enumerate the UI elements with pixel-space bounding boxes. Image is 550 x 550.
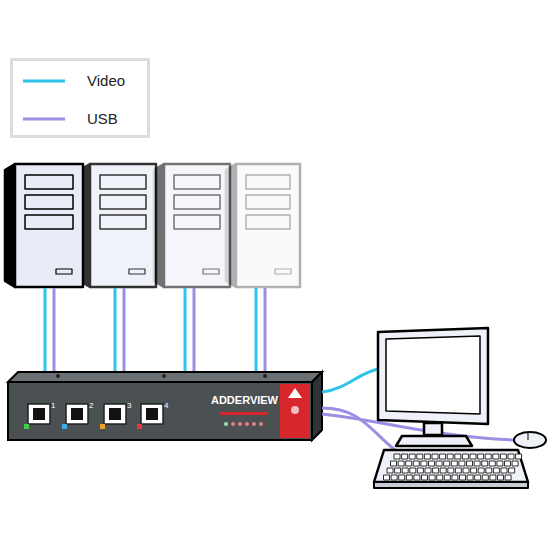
legend-line-sample	[21, 71, 67, 91]
legend-text: Video	[87, 72, 125, 89]
legend-entry: USB	[21, 109, 145, 129]
keyboard	[374, 450, 528, 488]
mouse	[514, 432, 546, 448]
monitor	[378, 328, 488, 446]
port-number: 2	[89, 401, 93, 410]
kvm-switch	[8, 372, 322, 440]
port-number: 3	[127, 401, 131, 410]
legend-line-sample	[21, 109, 67, 129]
switch-front-panel: ADDERVIEW	[8, 382, 280, 440]
legend-text: USB	[87, 110, 118, 127]
port-number: 4	[164, 401, 168, 410]
computer-tower	[80, 164, 156, 287]
legend-entry: Video	[21, 71, 145, 91]
computer-tower	[5, 164, 83, 287]
tower-cables	[45, 288, 265, 376]
computer-tower	[226, 164, 300, 287]
legend-box: VideoUSB	[10, 58, 150, 138]
computer-tower	[154, 164, 230, 287]
brand-name: ADDERVIEW	[211, 394, 278, 406]
port-number: 1	[51, 401, 55, 410]
